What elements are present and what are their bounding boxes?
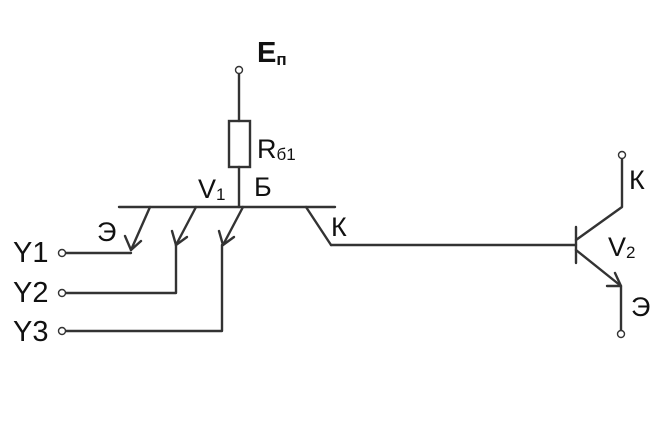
v2-collector-terminal [617,150,627,160]
v2-emitter-label: Э [631,292,650,322]
supply-branch [227,65,252,209]
input-y1-label: Y1 [13,237,48,269]
input-y3-label: Y3 [13,316,48,348]
supply-terminal [234,65,244,75]
y1-terminal [57,248,67,258]
transistor-v2 [574,150,627,339]
v1-emitter-2 [174,205,198,247]
v1-emitter-1 [129,205,152,252]
supply-label: Eп [257,37,287,69]
v1-label: V1 [198,174,225,204]
base-resistor [227,119,252,169]
v1-emitter-3 [221,205,245,247]
input-y2-label: Y2 [13,277,48,309]
y3-wire [62,243,224,333]
v1-emitter-label: Э [97,217,116,247]
v2-label: V2 [608,232,635,262]
input-wires [57,243,224,336]
v1-base-label: Б [254,172,272,202]
y2-terminal [57,288,67,298]
v1-collector-label: К [331,212,347,242]
v2-emitter-arrow [605,271,623,288]
v1-emitter-1-arrow [123,234,143,252]
resistor-label: Rб1 [257,134,296,164]
transistor-v1 [117,205,337,252]
v2-emitter [574,248,623,333]
v2-emitter-terminal [616,329,626,339]
y3-terminal [57,326,67,336]
v2-collector [574,156,624,242]
v2-collector-label: К [629,165,645,195]
v1-collector [304,205,333,247]
y2-wire [62,243,178,295]
